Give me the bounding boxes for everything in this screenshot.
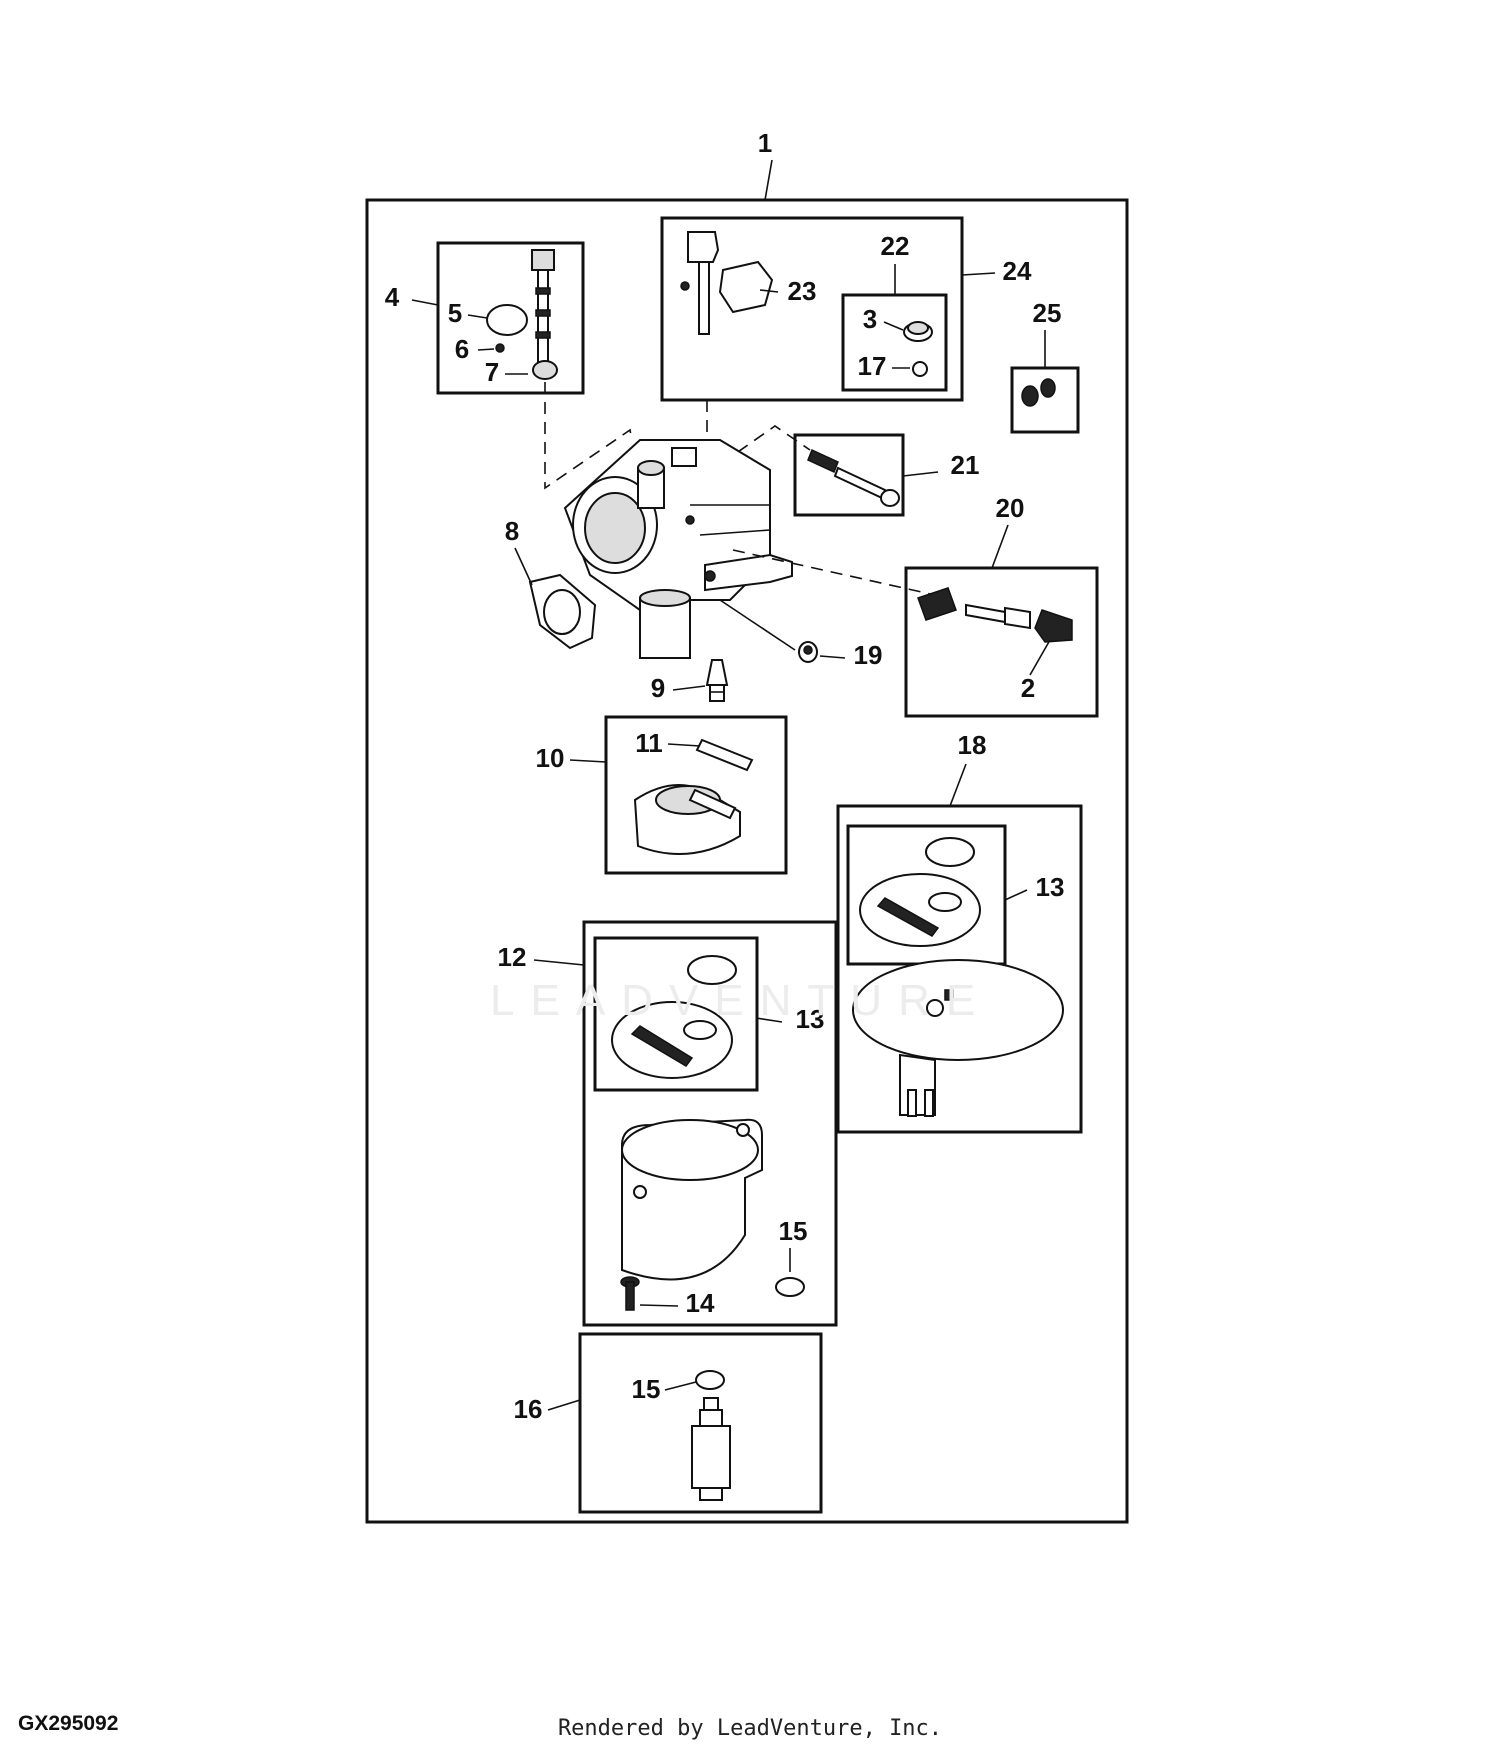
gasket-8-part — [528, 573, 597, 650]
callout-14[interactable]: 14 — [686, 1288, 715, 1318]
bushing-part — [903, 321, 933, 342]
gasket-13-lower-part — [611, 955, 737, 1079]
carburetor-body — [563, 439, 793, 659]
seal-part — [532, 360, 558, 380]
kit-box-16 — [578, 1332, 823, 1514]
kit-box-24 — [660, 216, 964, 402]
callout-4[interactable]: 4 — [385, 282, 400, 312]
throttle-plate-part — [718, 260, 774, 314]
throttle-shaft-part — [680, 231, 720, 335]
callout-15-solenoid[interactable]: 15 — [632, 1374, 661, 1404]
callout-25[interactable]: 25 — [1033, 298, 1062, 328]
float-bowl-cover-part — [852, 959, 1064, 1117]
bowl-screw-part — [620, 1276, 640, 1311]
callout-13-upper[interactable]: 13 — [1036, 872, 1065, 902]
float-bowl-part — [621, 1118, 763, 1281]
kit-box-21 — [793, 433, 905, 517]
assembly-frame — [365, 198, 1129, 1524]
callout-6[interactable]: 6 — [455, 334, 469, 364]
callout-9[interactable]: 9 — [651, 673, 665, 703]
kit-box-4 — [436, 241, 585, 395]
callout-12[interactable]: 12 — [498, 942, 527, 972]
callout-7[interactable]: 7 — [485, 357, 499, 387]
choke-plate-part — [486, 304, 528, 336]
seal-17-part — [912, 361, 928, 377]
callout-16[interactable]: 16 — [514, 1394, 543, 1424]
callout-19[interactable]: 19 — [854, 640, 883, 670]
float-pin-part — [695, 738, 754, 772]
idle-screw-part — [807, 448, 900, 507]
callout-23[interactable]: 23 — [788, 276, 817, 306]
render-credit: Rendered by LeadVenture, Inc. — [557, 1716, 943, 1741]
float-part — [633, 784, 741, 855]
callout-22[interactable]: 22 — [881, 231, 910, 261]
washer-15-solenoid-part — [695, 1370, 725, 1390]
callout-10[interactable]: 10 — [536, 743, 565, 773]
figure-id: GX295092 — [18, 1712, 119, 1735]
callout-13-lower[interactable]: 13 — [796, 1004, 825, 1034]
callout-18[interactable]: 18 — [958, 730, 987, 760]
callout-8[interactable]: 8 — [505, 516, 519, 546]
kit-box-13-lower — [593, 936, 759, 1092]
gasket-13-upper-part — [859, 837, 981, 947]
callout-2[interactable]: 2 — [1021, 673, 1035, 703]
callout-24[interactable]: 24 — [1003, 256, 1032, 286]
callout-5[interactable]: 5 — [448, 298, 462, 328]
callout-1[interactable]: 1 — [758, 128, 772, 158]
kit-box-12 — [582, 920, 838, 1327]
callout-15-bowl[interactable]: 15 — [779, 1216, 808, 1246]
solenoid-part — [691, 1397, 731, 1501]
choke-shaft-part — [531, 249, 555, 363]
kit-box-20 — [904, 566, 1099, 718]
kit-box-10 — [604, 715, 788, 875]
plug-25-part — [1021, 378, 1056, 407]
plug-19-part — [798, 641, 818, 663]
callout-20[interactable]: 20 — [996, 493, 1025, 523]
watermark: LEADVENTURE — [490, 976, 992, 1025]
callout-3[interactable]: 3 — [863, 304, 877, 334]
callout-17[interactable]: 17 — [858, 351, 887, 381]
screw-part — [495, 343, 505, 353]
callout-11[interactable]: 11 — [635, 728, 663, 758]
kit-box-18 — [836, 804, 1083, 1134]
main-jet-assembly-part — [917, 587, 1073, 643]
inlet-needle-part — [705, 659, 729, 702]
callout-21[interactable]: 21 — [951, 450, 980, 480]
washer-15-part — [775, 1277, 805, 1297]
